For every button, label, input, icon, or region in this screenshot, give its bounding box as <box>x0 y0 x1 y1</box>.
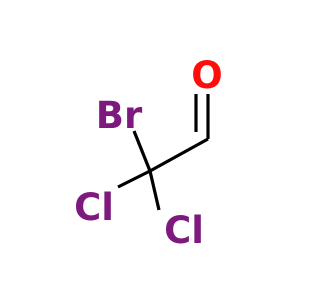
chlorine-left-label: Cl <box>74 186 114 229</box>
bromine-label: Br <box>96 94 143 137</box>
chlorine-right-label: Cl <box>164 209 204 252</box>
oxygen-label: O <box>191 54 222 97</box>
bonds <box>117 94 210 211</box>
bond-c-c <box>149 137 209 173</box>
bond-c-br <box>132 130 152 172</box>
bond-c-cl-right <box>148 170 161 211</box>
molecule-diagram: O Br Cl Cl <box>74 54 223 252</box>
bond-c-cl-left <box>117 169 151 189</box>
